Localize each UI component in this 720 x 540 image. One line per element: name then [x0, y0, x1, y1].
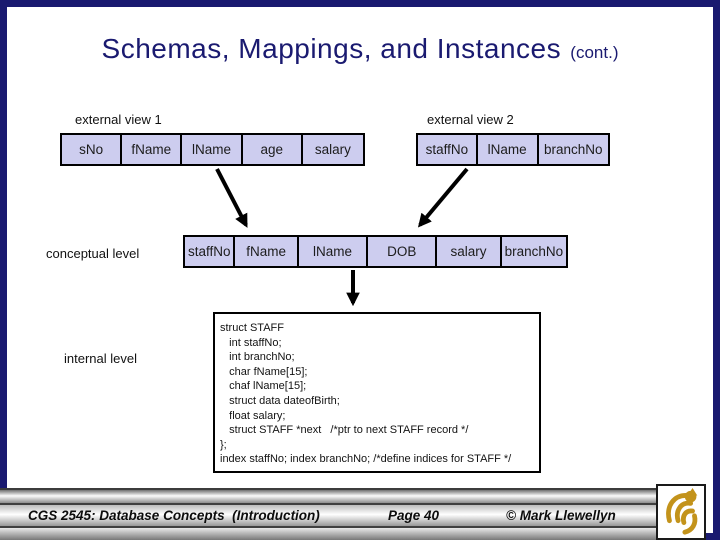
code-line: int staffNo;: [220, 336, 282, 349]
pegasus-icon: [666, 487, 698, 535]
column-cell: staffNo: [185, 237, 236, 266]
footer-page-number: Page 40: [388, 508, 440, 523]
column-cell: lName: [299, 237, 369, 266]
column-cell: DOB: [368, 237, 438, 266]
column-cell: staffNo: [418, 135, 478, 164]
internal-code-box: struct STAFF int staffNo; int branchNo; …: [213, 312, 541, 473]
code-line: index staffNo; index branchNo; /*define …: [220, 453, 512, 466]
column-cell: fName: [235, 237, 299, 266]
internal-level-label: internal level: [64, 351, 137, 366]
footer-bar: CGS 2545: Database Concepts (Introductio…: [0, 488, 706, 540]
external-view-1-label: external view 1: [75, 112, 162, 127]
external-view-2-label: external view 2: [427, 112, 514, 127]
column-cell: salary: [437, 237, 502, 266]
page-title-text: Schemas, Mappings, and Instances: [101, 33, 562, 64]
column-cell: lName: [478, 135, 539, 164]
code-line: chaf lName[15];: [220, 380, 307, 393]
code-line: struct data dateofBirth;: [220, 394, 340, 407]
footer-copyright: © Mark Llewellyn: [506, 508, 616, 523]
mapping-arrow-ev2-conceptual: [417, 167, 469, 228]
column-cell: branchNo: [543, 142, 603, 157]
code-line: struct STAFF *next /*ptr to next STAFF r…: [220, 424, 469, 437]
code-line: int branchNo;: [220, 351, 295, 364]
code-line: struct STAFF: [220, 322, 284, 334]
page-title-suffix: (cont.): [570, 43, 619, 62]
conceptual-level-table: staffNo fName lName DOB salary branchNo: [183, 235, 568, 268]
column-cell: lName: [182, 135, 243, 164]
external-view-1-table: sNo fName lName age salary: [60, 133, 365, 166]
column-cell: branchNo: [504, 244, 564, 259]
column-cell: sNo: [62, 135, 123, 164]
column-cell: fName: [122, 135, 183, 164]
conceptual-level-label: conceptual level: [46, 246, 140, 261]
column-cell: salary: [314, 142, 351, 157]
code-line: };: [220, 438, 227, 451]
footer-band-top: [0, 488, 706, 503]
footer-band-mid: CGS 2545: Database Concepts (Introductio…: [0, 503, 706, 528]
column-cell: age: [243, 135, 303, 164]
code-line: char fName[15];: [220, 365, 308, 378]
external-view-2-table: staffNo lName branchNo: [416, 133, 610, 166]
code-line: float salary;: [220, 409, 286, 422]
mapping-arrow-ev1-conceptual: [215, 168, 248, 228]
footer-band-bottom: [0, 528, 706, 540]
footer-course-text: CGS 2545: Database Concepts (Introductio…: [28, 508, 320, 523]
page-title: Schemas, Mappings, and Instances (cont.): [7, 33, 713, 65]
ucf-pegasus-logo: [656, 484, 706, 540]
